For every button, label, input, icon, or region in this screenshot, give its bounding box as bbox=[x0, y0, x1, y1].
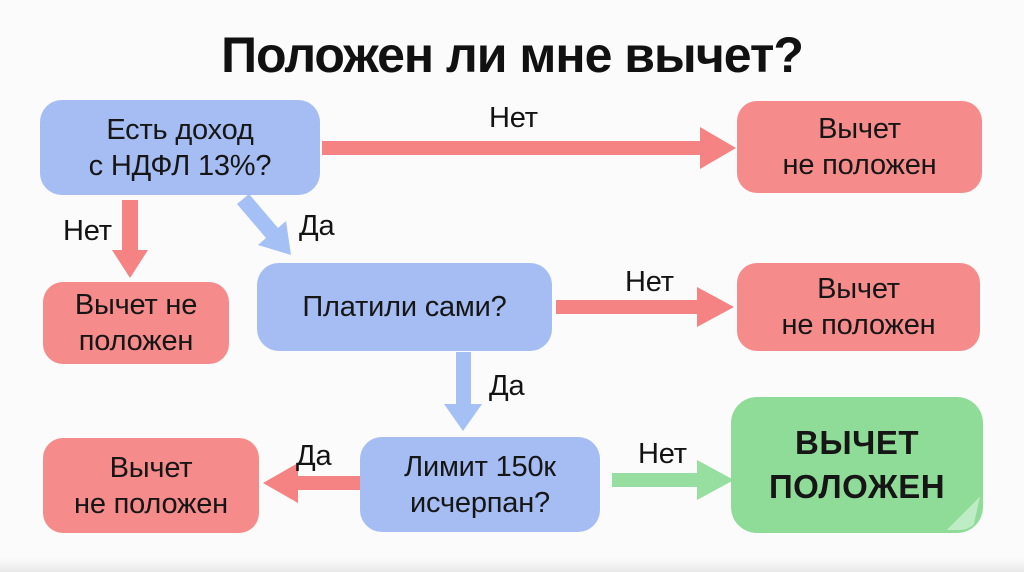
node-limit-question: Лимит 150к исчерпан? bbox=[360, 437, 600, 532]
arrow-income-no-down-icon bbox=[112, 200, 148, 278]
edge-label-limit-no: Нет bbox=[638, 438, 687, 470]
node-rejected-mid: Вычет не положен bbox=[737, 263, 980, 351]
node-deduction-granted-label: ВЫЧЕТ ПОЛОЖЕН bbox=[768, 424, 946, 505]
node-rejected-bottom-label: Вычет не положен bbox=[74, 451, 228, 520]
node-income-question: Есть доход с НДФЛ 13%? bbox=[40, 100, 320, 195]
edge-label-paid-no: Нет bbox=[625, 266, 674, 298]
node-deduction-granted: ВЫЧЕТ ПОЛОЖЕН bbox=[731, 397, 983, 533]
node-income-question-label: Есть доход с НДФЛ 13%? bbox=[88, 113, 272, 182]
node-limit-question-label: Лимит 150к исчерпан? bbox=[404, 450, 556, 519]
edge-label-income-yes: Да bbox=[299, 210, 335, 242]
edge-label-income-no-right: Нет bbox=[489, 102, 538, 134]
node-rejected-top: Вычет не положен bbox=[737, 101, 982, 193]
arrow-income-yes-diagonal-icon bbox=[237, 194, 291, 255]
node-rejected-bottom: Вычет не положен bbox=[43, 438, 259, 533]
page-title: Положен ли мне вычет? bbox=[221, 27, 804, 83]
node-rejected-left-label: Вычет не положен bbox=[74, 289, 198, 357]
arrow-paid-yes-down-icon bbox=[444, 352, 482, 431]
node-paid-question: Платили сами? bbox=[257, 263, 552, 351]
node-paid-question-label: Платили сами? bbox=[302, 291, 507, 323]
node-rejected-left: Вычет не положен bbox=[43, 282, 229, 364]
edge-label-income-no-down: Нет bbox=[63, 215, 112, 247]
page-curl-decoration bbox=[946, 496, 980, 530]
edge-label-paid-yes: Да bbox=[489, 370, 525, 402]
node-rejected-top-label: Вычет не положен bbox=[782, 113, 937, 181]
node-rejected-mid-label: Вычет не положен bbox=[781, 273, 936, 341]
edge-label-limit-yes: Да bbox=[296, 440, 332, 472]
